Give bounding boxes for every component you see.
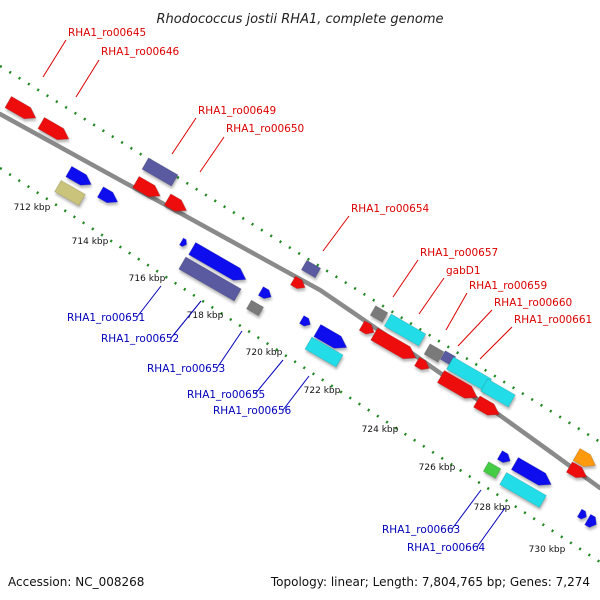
- gene-feature-26[interactable]: [480, 378, 516, 408]
- gene-feature-20[interactable]: [358, 320, 377, 338]
- gene-features: [4, 95, 600, 529]
- gene-feature-31[interactable]: [496, 450, 512, 466]
- gene-feature-13[interactable]: [300, 259, 322, 279]
- scale-tick-label: 720 kbp: [246, 348, 283, 358]
- gene-feature-34[interactable]: [499, 472, 547, 508]
- gene-label[interactable]: RHA1_ro00650: [226, 123, 304, 135]
- gene-label[interactable]: RHA1_ro00649: [198, 105, 276, 117]
- gene-label[interactable]: RHA1_ro00656: [213, 405, 292, 417]
- gene-label[interactable]: RHA1_ro00663: [382, 524, 460, 536]
- scale-tick-label: 722 kbp: [304, 386, 341, 396]
- gene-feature-15[interactable]: [299, 315, 312, 329]
- gene-feature-0[interactable]: [4, 95, 39, 123]
- scale-tick-label: 714 kbp: [72, 237, 109, 247]
- gene-label[interactable]: RHA1_ro00646: [101, 46, 180, 58]
- label-leader-line: [170, 300, 202, 339]
- label-leader-line: [322, 215, 350, 252]
- gene-label[interactable]: RHA1_ro00657: [420, 247, 498, 259]
- gene-label[interactable]: RHA1_ro00653: [147, 363, 225, 375]
- gene-feature-6[interactable]: [65, 165, 95, 189]
- label-leader-line: [476, 507, 506, 548]
- gene-feature-8[interactable]: [178, 237, 188, 248]
- gene-feature-9[interactable]: [188, 242, 250, 285]
- gene-feature-29[interactable]: [572, 448, 599, 471]
- gene-label[interactable]: RHA1_ro00655: [187, 389, 265, 401]
- scale-tick-label: 716 kbp: [129, 274, 166, 284]
- gene-feature-2[interactable]: [141, 157, 179, 187]
- label-leader-line: [479, 326, 513, 360]
- gene-feature-4[interactable]: [163, 193, 190, 216]
- gene-feature-1[interactable]: [37, 116, 72, 144]
- gene-feature-14[interactable]: [290, 275, 307, 292]
- gene-feature-22[interactable]: [414, 356, 431, 373]
- label-leader-line: [216, 330, 243, 369]
- gene-feature-18[interactable]: [369, 305, 389, 323]
- gene-feature-7[interactable]: [96, 186, 120, 207]
- gene-feature-28[interactable]: [473, 395, 502, 420]
- gene-feature-19[interactable]: [383, 313, 427, 347]
- label-leader-line: [457, 309, 493, 347]
- label-leader-line: [282, 375, 310, 411]
- gene-feature-36[interactable]: [584, 513, 600, 529]
- gene-feature-12[interactable]: [257, 286, 273, 302]
- scale-tick-label: 730 kbp: [529, 545, 566, 555]
- label-leader-line: [445, 292, 468, 331]
- label-leader-line: [199, 136, 225, 173]
- gene-label[interactable]: gabD1: [446, 265, 481, 277]
- label-leader-line: [42, 39, 67, 78]
- accession-text: Accession: NC_008268: [8, 575, 144, 589]
- gene-label[interactable]: RHA1_ro00660: [494, 297, 572, 309]
- gene-feature-30[interactable]: [565, 461, 589, 482]
- gene-feature-5[interactable]: [54, 179, 86, 207]
- scale-tick-label: 724 kbp: [362, 425, 399, 435]
- gene-feature-21[interactable]: [370, 327, 420, 364]
- gene-label[interactable]: RHA1_ro00645: [68, 27, 146, 39]
- scale-ticks: 712 kbp 714 kbp 716 kbp 718 kbp 720 kbp 722 k…: [14, 203, 566, 555]
- scale-tick-label: 712 kbp: [14, 203, 51, 213]
- gene-feature-32[interactable]: [510, 457, 554, 490]
- gene-label[interactable]: RHA1_ro00661: [514, 314, 592, 326]
- label-leader-line: [75, 59, 100, 98]
- gene-label[interactable]: RHA1_ro00651: [67, 312, 145, 324]
- gene-feature-27[interactable]: [436, 370, 480, 403]
- map-title: Rhodococcus jostii RHA1, complete genome: [157, 12, 444, 27]
- gene-label[interactable]: RHA1_ro00664: [407, 542, 486, 554]
- gene-feature-3[interactable]: [132, 175, 164, 201]
- gene-label[interactable]: RHA1_ro00652: [101, 333, 179, 345]
- label-leader-line: [254, 359, 284, 395]
- gene-feature-35[interactable]: [576, 508, 588, 521]
- scale-tick-label: 718 kbp: [187, 311, 224, 321]
- label-leader-line: [392, 259, 419, 298]
- scale-tick-label: 728 kbp: [474, 503, 511, 513]
- gene-feature-16[interactable]: [313, 324, 350, 353]
- gene-feature-10[interactable]: [178, 256, 242, 302]
- scale-tick-label: 726 kbp: [419, 463, 456, 473]
- gene-feature-33[interactable]: [482, 461, 502, 479]
- label-leader-line: [418, 277, 445, 315]
- gene-feature-11[interactable]: [246, 299, 264, 317]
- gene-label[interactable]: RHA1_ro00654: [351, 203, 430, 215]
- gene-feature-23[interactable]: [423, 343, 445, 363]
- label-leader-line: [451, 489, 482, 530]
- topology-text: Topology: linear; Length: 7,804,765 bp; …: [270, 575, 590, 589]
- gene-label-callouts: RHA1_ro00645RHA1_ro00646RHA1_ro00649RHA1…: [42, 27, 592, 554]
- label-leader-line: [136, 285, 162, 318]
- gene-label[interactable]: RHA1_ro00659: [469, 280, 547, 292]
- gene-feature-17[interactable]: [304, 336, 344, 368]
- label-leader-line: [171, 117, 197, 155]
